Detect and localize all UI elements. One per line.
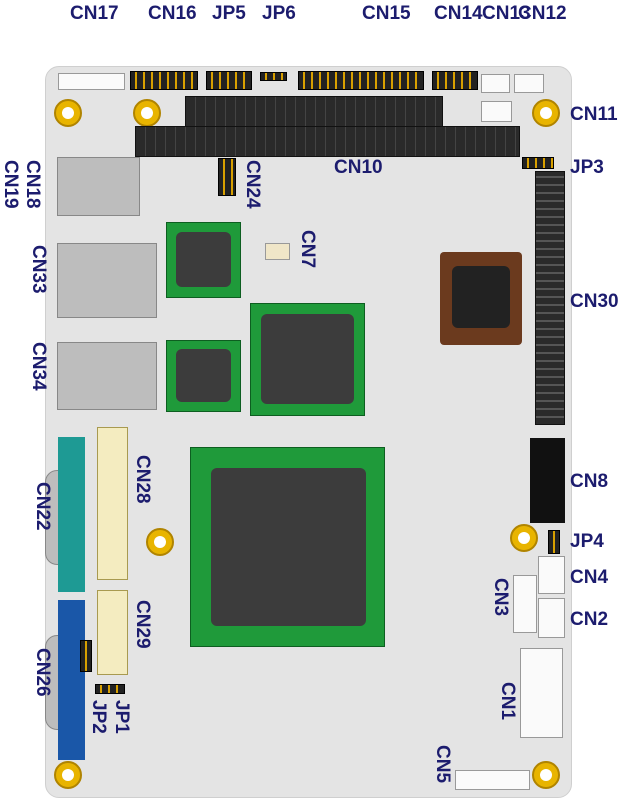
mounting-hole [532,99,560,127]
label-cn34: CN34 [28,342,49,391]
cn16-connector [130,71,198,90]
cn34-lan-port [57,342,157,410]
cn33-lan-port [57,243,157,318]
label-cn14: CN14 [434,3,483,24]
label-jp2: JP2 [88,700,109,734]
jp3-jumper [522,157,554,169]
label-cn26: CN26 [32,648,53,697]
jp5-jumper [206,71,252,90]
cn28-connector [97,427,128,580]
label-cn30: CN30 [570,291,619,312]
cn3-connector [513,575,537,633]
label-cn19: CN19 [0,160,21,209]
cn4-connector [538,556,565,594]
label-jp1: JP1 [111,700,132,734]
label-cn2: CN2 [570,609,609,630]
cn30-connector [535,171,565,425]
label-cn12: CN12 [518,3,567,24]
label-cn22: CN22 [32,482,53,531]
cn13-connector [481,74,510,93]
label-cn29: CN29 [132,600,153,649]
label-cn15: CN15 [362,3,411,24]
cpu-chip [190,447,385,647]
label-cn28: CN28 [132,455,153,504]
cn15-connector [298,71,424,90]
cn29-connector [97,590,128,675]
label-cn3: CN3 [490,578,511,617]
label-cn1: CN1 [497,682,518,721]
mounting-hole [146,528,174,556]
jp4-jumper [548,530,560,554]
label-cn13: CN13 [482,3,531,24]
mounting-hole [532,761,560,789]
label-cn24: CN24 [242,160,263,209]
chip [250,303,365,416]
cn10-connector-row [135,126,520,157]
label-cn10: CN10 [334,157,383,178]
label-jp6: JP6 [262,3,296,24]
jp2-jumper [80,640,92,672]
chip [166,222,241,298]
mounting-hole [133,99,161,127]
cn5-connector [455,770,530,790]
chip [166,340,241,412]
cn8-connector [530,438,565,523]
cn10-connector [185,96,443,128]
label-cn11: CN11 [570,104,618,125]
label-cn16: CN16 [148,3,197,24]
label-cn18: CN18 [22,160,43,209]
label-cn4: CN4 [570,567,609,588]
label-cn8: CN8 [570,471,609,492]
cn22-serial-port [58,437,85,592]
cn17-connector [58,73,125,90]
cn18-cn19-usb-ports [57,157,140,216]
cn7-connector [265,243,290,260]
jp6-jumper [260,72,287,81]
label-cn7: CN7 [297,230,318,269]
label-jp5: JP5 [212,3,246,24]
label-jp4: JP4 [570,531,604,552]
mounting-hole [54,99,82,127]
label-cn17: CN17 [70,3,119,24]
cn1-connector [520,648,563,738]
cn11-connector [481,101,512,122]
bios-chip [440,252,522,345]
label-cn33: CN33 [28,245,49,294]
mounting-hole [54,761,82,789]
cn26-serial-port [58,600,85,760]
jp1-jumper [95,684,125,694]
label-cn5: CN5 [432,745,453,784]
cn2-connector [538,598,565,638]
mounting-hole [510,524,538,552]
label-jp3: JP3 [570,157,604,178]
cn12-connector [514,74,544,93]
cn24-connector [218,158,236,196]
cn14-connector [432,71,478,90]
